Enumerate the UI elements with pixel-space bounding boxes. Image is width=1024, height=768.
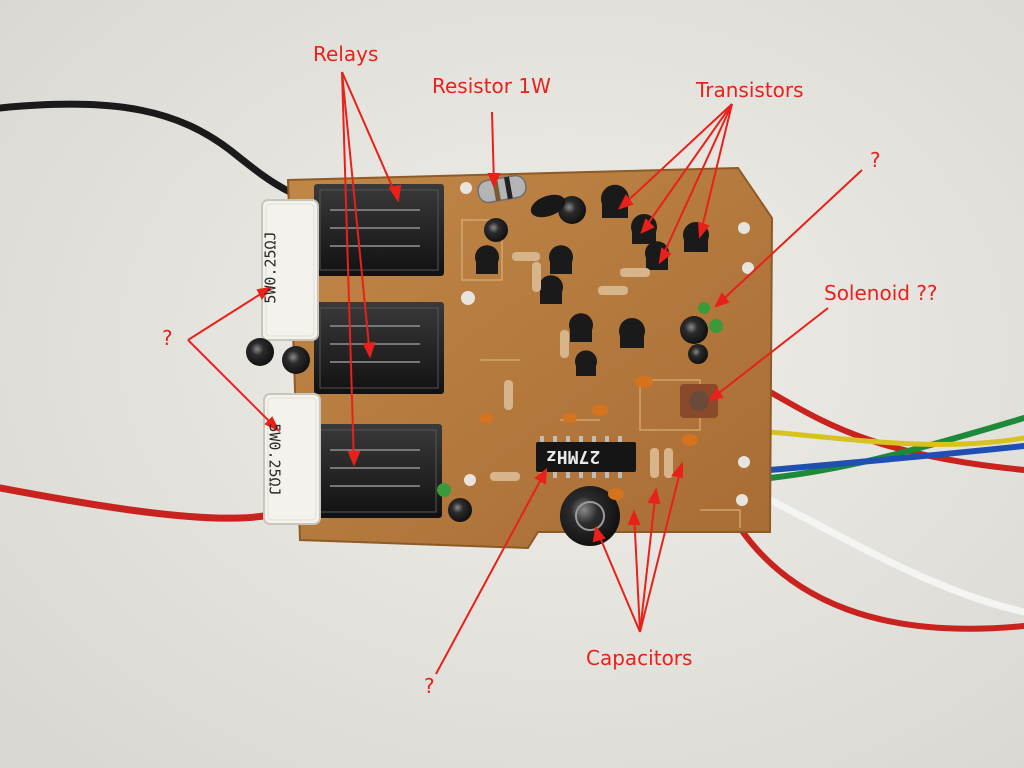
capacitor-large [560, 486, 620, 546]
question-bottom-label: ? [424, 674, 435, 698]
mount-holes [460, 182, 754, 506]
question-left-label: ? [162, 326, 173, 350]
capacitors-small [246, 194, 708, 522]
transistors-label: Transistors [696, 78, 804, 102]
relay-2 [314, 302, 444, 394]
relays-label: Relays [313, 42, 379, 66]
ceramic-resistor-top [261, 199, 319, 341]
capacitors-label: Capacitors [586, 646, 693, 670]
axial-resistors [490, 252, 673, 481]
ceramic-resistor-bottom [263, 393, 321, 525]
resistor-bottom-marking: 5W0.25ΩJ [265, 423, 284, 496]
relay-3 [314, 424, 442, 518]
annotation-arrows [187, 71, 863, 675]
wires [0, 100, 1024, 632]
resistor-1w-label: Resistor 1W [432, 74, 551, 98]
relay-1 [314, 184, 444, 276]
red-wire-right-1 [767, 389, 1024, 473]
crystal-marking: 27MHz [546, 446, 601, 467]
black-wire [0, 100, 294, 196]
question-right-label: ? [870, 148, 881, 172]
green-components [437, 302, 723, 497]
ceramic-caps [479, 376, 698, 500]
ic-chip [536, 436, 636, 478]
solenoid-label: Solenoid ?? [824, 281, 938, 305]
red-wire-right-2 [737, 525, 1024, 632]
blue-wire [767, 443, 1024, 473]
resistor-top-marking: 5W0.25ΩJ [261, 231, 280, 304]
transistors [475, 184, 709, 376]
solenoid-coil [680, 384, 718, 418]
white-wire [766, 496, 1024, 616]
yellow-wire [767, 429, 1024, 447]
